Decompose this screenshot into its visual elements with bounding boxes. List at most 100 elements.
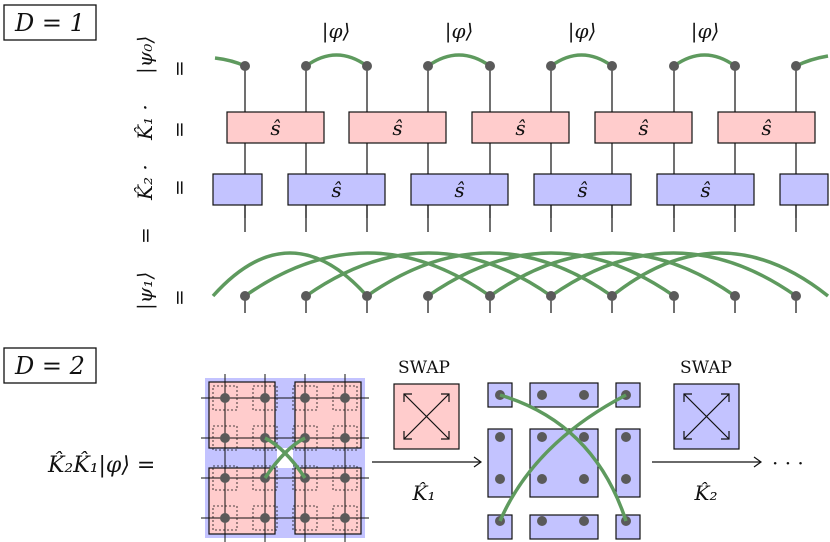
- row1-equals: =: [167, 60, 191, 77]
- dotted-site: [212, 505, 238, 531]
- crossing-bond-arc: [243, 251, 492, 298]
- s-gate: [717, 111, 816, 144]
- psi1-row: [211, 251, 830, 313]
- bond-arc: [672, 53, 737, 68]
- site-dot: [546, 291, 556, 301]
- gap: [277, 448, 293, 468]
- swap-bond: [263, 436, 306, 479]
- psi0-label: |ψ₀⟩: [133, 36, 158, 74]
- site-dot: [579, 474, 589, 484]
- mid-equals: =: [133, 227, 157, 244]
- dotted-site: [332, 385, 358, 411]
- dotted-site: [212, 465, 238, 491]
- k2-arrow-label: K̂₂: [694, 481, 718, 505]
- bond-arc: [795, 54, 829, 68]
- site-dot: [260, 393, 270, 403]
- k1-row-label: K̂₁ ·: [133, 104, 157, 141]
- swap2-label: SWAP: [680, 358, 732, 378]
- site-dot: [730, 61, 740, 71]
- d2-label: D = 2: [14, 352, 85, 380]
- s-gate: [410, 173, 509, 206]
- site-dot: [621, 432, 631, 442]
- crossing-bond-arc: [549, 251, 798, 298]
- site-dot: [607, 291, 617, 301]
- site-dot: [485, 61, 495, 71]
- site-dot: [546, 61, 556, 71]
- k2-row-label: K̂₂ ·: [133, 164, 157, 201]
- phi-ket-label: |φ⟩: [568, 19, 597, 44]
- s-gate: [226, 111, 325, 144]
- s-gate: [533, 173, 632, 206]
- dotted-site: [212, 385, 238, 411]
- swap1-label: SWAP: [398, 358, 450, 378]
- site-dot: [669, 291, 679, 301]
- site-dot: [791, 61, 801, 71]
- dotted-site: [252, 465, 278, 491]
- site-dot: [669, 61, 679, 71]
- dotted-site: [252, 425, 278, 451]
- site-dot: [260, 513, 270, 523]
- site-dot: [340, 513, 350, 523]
- site-dot: [220, 393, 230, 403]
- site-dot: [220, 433, 230, 443]
- s-gate-label: ŝ: [515, 116, 525, 140]
- s-gate: [594, 111, 693, 144]
- crossing-bond-arc: [304, 251, 553, 298]
- s-gate: [471, 111, 570, 144]
- dotted-site: [292, 425, 318, 451]
- dotted-site: [292, 385, 318, 411]
- crossing-bond-arc: [426, 251, 676, 298]
- phi-ket-label: |φ⟩: [322, 19, 351, 44]
- k1-arrow-label: K̂₁: [412, 481, 436, 505]
- s-gate: [656, 173, 755, 206]
- bond-arc: [549, 53, 614, 68]
- s-gate: [212, 173, 263, 206]
- swap2-box: SWAP: [673, 358, 740, 450]
- swap2-cross-arrows-icon: [683, 393, 730, 440]
- s-gate: [779, 173, 829, 206]
- site-dot: [240, 61, 250, 71]
- site-dot: [301, 61, 311, 71]
- swap1-cross-arrows-icon: [403, 393, 450, 440]
- crossing-bond-arc: [211, 251, 369, 298]
- k2-arrow: K̂₂: [652, 456, 763, 505]
- s-gate-label: ŝ: [577, 178, 587, 202]
- site-dot: [537, 516, 547, 526]
- dotted-site: [332, 425, 358, 451]
- dotted-site: [252, 385, 278, 411]
- site-dot: [579, 516, 589, 526]
- dotted-site: [212, 425, 238, 451]
- phi-ket-label: |φ⟩: [445, 19, 474, 44]
- s-gate-label: ŝ: [331, 178, 341, 202]
- site-dot: [301, 291, 311, 301]
- site-dot: [300, 393, 310, 403]
- site-dot: [362, 291, 372, 301]
- k1-arrow: K̂₁: [372, 456, 483, 505]
- site-dot: [240, 291, 250, 301]
- dotted-site: [332, 505, 358, 531]
- site-dot: [340, 473, 350, 483]
- site-dot: [579, 390, 589, 400]
- site-dot: [423, 291, 433, 301]
- lhs-expression: K̂₂K̂₁|φ⟩ =: [47, 452, 155, 478]
- s-gate: [348, 111, 447, 144]
- site-dot: [579, 432, 589, 442]
- bond-arc: [304, 53, 369, 68]
- s-gate-label: ŝ: [454, 178, 464, 202]
- site-dot: [730, 291, 740, 301]
- phi-ket-label: |φ⟩: [691, 19, 720, 44]
- site-dot: [607, 61, 617, 71]
- site-dot: [340, 393, 350, 403]
- d1-label-box: D = 1: [3, 4, 97, 41]
- s-gate-label: ŝ: [392, 116, 402, 140]
- site-dot: [220, 473, 230, 483]
- row-labels: |ψ₀⟩ = K̂₁ · = K̂₂ · = = |ψ₁⟩ =: [133, 36, 191, 310]
- swap-bond: [499, 393, 628, 522]
- row2-equals: =: [167, 121, 191, 138]
- psi1-label: |ψ₁⟩: [133, 272, 158, 310]
- s-gate-label: ŝ: [700, 178, 710, 202]
- dotted-site: [292, 505, 318, 531]
- ellipsis: · · ·: [772, 451, 804, 475]
